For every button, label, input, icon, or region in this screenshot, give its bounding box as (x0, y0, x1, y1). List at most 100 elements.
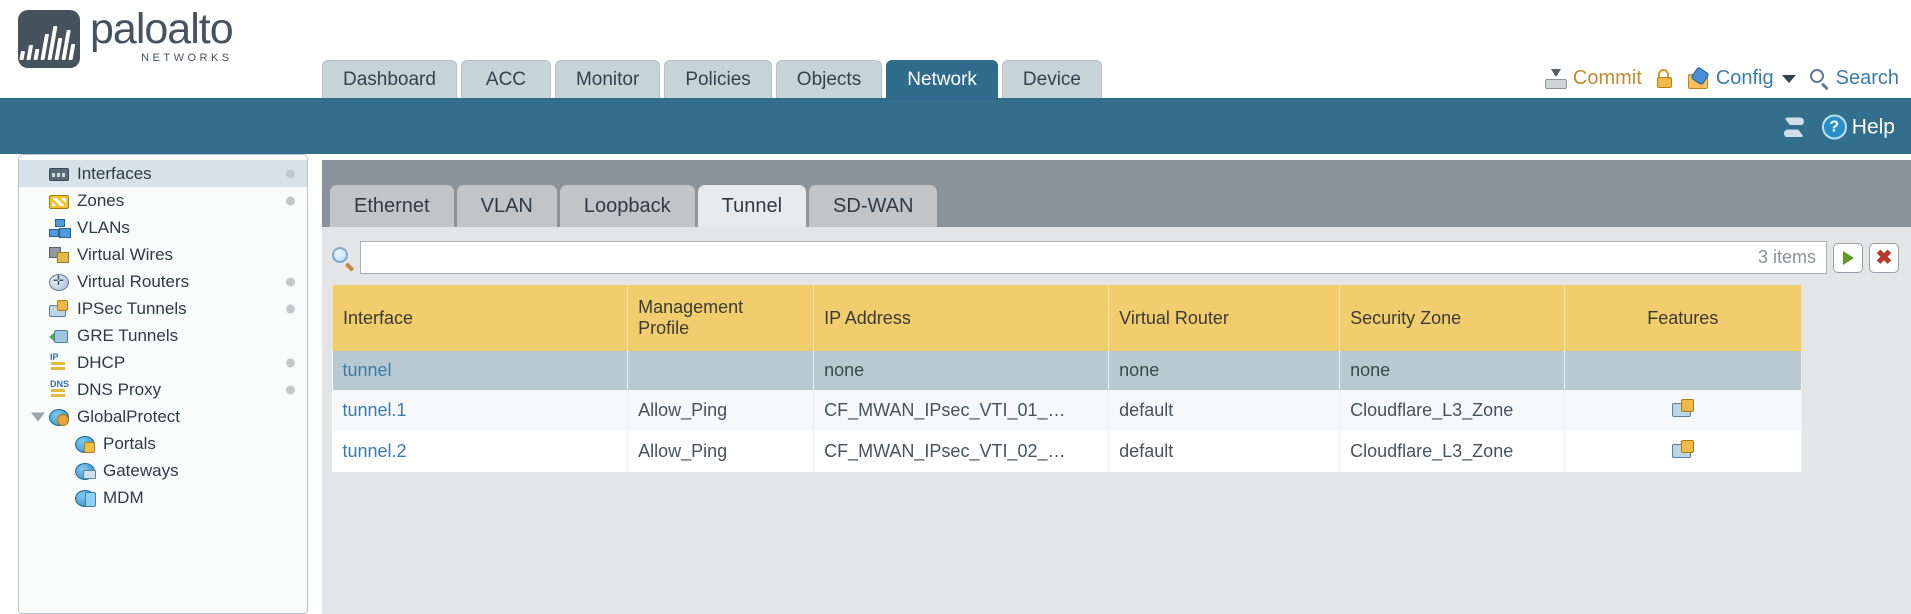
column-header-interface[interactable]: Interface (331, 285, 629, 351)
config-label: Config (1715, 67, 1774, 89)
clear-filter-x-icon: ✖ (1875, 246, 1893, 269)
cell-ip-address: none (813, 351, 1110, 390)
search-button[interactable]: Search (1809, 67, 1899, 90)
vlans-icon (49, 218, 69, 237)
cell-ip-address: CF_MWAN_IPsec_VTI_01_… (813, 390, 1110, 431)
refresh-icon[interactable] (1782, 116, 1806, 138)
config-icon (1687, 65, 1710, 89)
dns-proxy-icon (49, 379, 69, 399)
apply-filter-button[interactable] (1833, 242, 1863, 273)
ipsec-tunnels-icon (49, 299, 69, 318)
config-menu[interactable]: Config (1687, 65, 1796, 90)
tab-tunnel[interactable]: Tunnel (697, 185, 807, 228)
header-toolbar: Commit Config Search (1544, 65, 1899, 90)
app-header: paloalto NETWORKS Dashboard ACC Monitor … (0, 0, 1911, 100)
sidebar-item-ipsec-tunnels[interactable]: IPSec Tunnels (19, 295, 307, 322)
nav-tab-device[interactable]: Device (1001, 60, 1102, 98)
commit-button[interactable]: Commit (1544, 67, 1642, 90)
sidebar-item-dot (286, 358, 295, 367)
sidebar-item-dhcp[interactable]: DHCP (19, 349, 307, 376)
column-header-ip-address[interactable]: IP Address (813, 285, 1110, 351)
sidebar-item-dot (286, 196, 295, 205)
sidebar-item-gateways[interactable]: Gateways (19, 457, 307, 484)
sidebar-item-label: Portals (103, 433, 156, 453)
sidebar-item-vlans[interactable]: VLANs (19, 214, 307, 241)
column-header-security-zone[interactable]: Security Zone (1339, 285, 1565, 351)
search-input[interactable]: 3 items (360, 241, 1827, 274)
interface-link[interactable]: tunnel.1 (342, 400, 407, 420)
cell-virtual-router: none (1108, 351, 1341, 390)
clear-filter-button[interactable]: ✖ (1869, 242, 1899, 273)
tab-vlan[interactable]: VLAN (456, 185, 557, 228)
nav-tab-dashboard[interactable]: Dashboard (322, 60, 457, 98)
sidebar-item-gre-tunnels[interactable]: GRE Tunnels (19, 322, 307, 349)
mdm-icon (75, 489, 96, 507)
sidebar-item-label: GRE Tunnels (77, 325, 179, 345)
help-button[interactable]: ? Help (1821, 114, 1895, 140)
table-row[interactable]: tunnel.2 Allow_Ping CF_MWAN_IPsec_VTI_02… (332, 431, 1803, 472)
chevron-down-icon (1781, 74, 1796, 83)
nav-tab-acc[interactable]: ACC (460, 60, 551, 98)
main-nav-tabs: Dashboard ACC Monitor Policies Objects N… (322, 58, 1102, 98)
sidebar-item-portals[interactable]: Portals (19, 430, 307, 457)
nav-tab-objects[interactable]: Objects (775, 60, 883, 98)
help-label: Help (1851, 115, 1895, 138)
logo-bars-icon (18, 20, 79, 60)
sidebar-item-label: IPSec Tunnels (77, 298, 187, 318)
sidebar-item-dns-proxy[interactable]: DNS Proxy (19, 376, 307, 403)
gateways-icon (75, 462, 96, 480)
context-band: ? Help (0, 100, 1911, 154)
sidebar-item-label: Virtual Routers (77, 271, 190, 291)
nav-tab-policies[interactable]: Policies (664, 60, 772, 98)
sidebar-item-dot (286, 385, 295, 394)
column-header-features[interactable]: Features (1563, 285, 1803, 351)
network-sidebar: Interfaces Zones VLANs Virtual Wires Vir… (18, 160, 308, 614)
tab-loopback[interactable]: Loopback (559, 185, 695, 228)
cell-security-zone: Cloudflare_L3_Zone (1339, 431, 1565, 472)
band-actions: ? Help (1782, 114, 1895, 140)
brand-wordmark: paloalto NETWORKS (90, 5, 234, 68)
magnifier-icon[interactable] (332, 246, 355, 272)
nav-tab-monitor[interactable]: Monitor (554, 60, 661, 98)
brand-tagline: NETWORKS (141, 52, 233, 64)
sidebar-item-label: Interfaces (77, 163, 152, 183)
ipsec-feature-icon (1671, 399, 1694, 417)
cell-ip-address: CF_MWAN_IPsec_VTI_02_… (813, 431, 1110, 472)
sidebar-item-zones[interactable]: Zones (19, 187, 307, 214)
paloalto-logo-mark (18, 10, 80, 68)
sidebar-item-virtual-wires[interactable]: Virtual Wires (19, 241, 307, 268)
tab-sdwan[interactable]: SD-WAN (809, 185, 938, 228)
cell-features (1564, 431, 1803, 472)
gre-tunnels-icon (49, 327, 69, 345)
interface-link[interactable]: tunnel.2 (342, 441, 407, 461)
cell-features (1564, 390, 1803, 431)
sidebar-item-dot (286, 169, 295, 178)
lock-icon[interactable] (1656, 69, 1674, 88)
brand-name: paloalto (90, 5, 234, 53)
cell-virtual-router: default (1108, 390, 1341, 431)
sidebar-item-globalprotect[interactable]: GlobalProtect (19, 403, 307, 430)
search-icon (1809, 68, 1830, 90)
main-content: Ethernet VLAN Loopback Tunnel SD-WAN 3 i… (322, 160, 1911, 614)
sidebar-item-virtual-routers[interactable]: Virtual Routers (19, 268, 307, 295)
sidebar-item-interfaces[interactable]: Interfaces (19, 160, 307, 187)
nav-tab-network[interactable]: Network (886, 60, 998, 98)
table-row[interactable]: tunnel.1 Allow_Ping CF_MWAN_IPsec_VTI_01… (332, 390, 1803, 431)
filter-bar: 3 items ✖ (332, 241, 1899, 274)
sidebar-item-label: Gateways (103, 460, 179, 480)
sidebar-item-mdm[interactable]: MDM (19, 484, 307, 511)
cell-management-profile: Allow_Ping (627, 431, 815, 472)
commit-label: Commit (1572, 67, 1642, 89)
interface-link[interactable]: tunnel (342, 360, 392, 380)
expander-triangle-icon[interactable] (31, 412, 45, 421)
tab-ethernet[interactable]: Ethernet (330, 185, 454, 228)
sidebar-item-label: MDM (103, 487, 144, 507)
table-row[interactable]: tunnel none none none (332, 351, 1803, 390)
column-header-virtual-router[interactable]: Virtual Router (1108, 285, 1341, 351)
